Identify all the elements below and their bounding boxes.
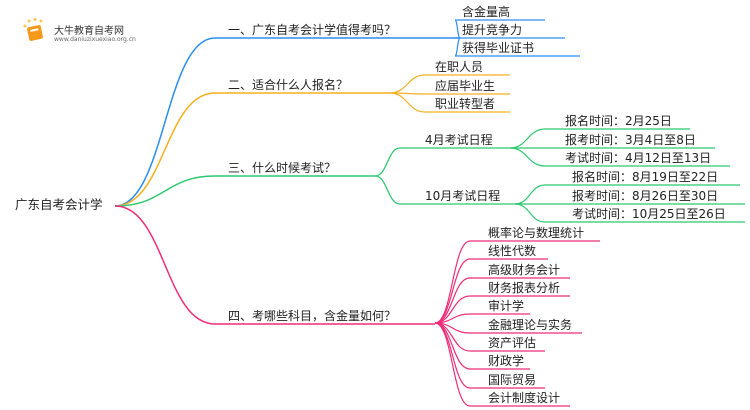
connector-line: [509, 128, 690, 149]
connector-line: [114, 92, 390, 207]
branch-4-label: 四、考哪些科目，含金量如何？: [228, 309, 397, 323]
connector-line: [434, 258, 548, 324]
subject-item: 会计制度设计: [488, 391, 561, 405]
connector-line: [454, 37, 580, 57]
subject-item: 审计学: [488, 299, 525, 313]
leaf-node: 职业转型者: [435, 97, 496, 111]
connector-line: [514, 203, 745, 223]
connector-line: [434, 295, 570, 324]
leaf-node: 在职人员: [435, 60, 484, 74]
connector-line: [509, 147, 730, 167]
logo-url: www.daniuzixuexiao.org.cn: [54, 36, 136, 43]
connector-line: [114, 37, 460, 207]
subject-item: 高级财务会计: [488, 263, 561, 277]
connector-line: [454, 19, 545, 39]
subject-item: 国际贸易: [488, 373, 537, 387]
connector-line: [389, 74, 510, 94]
subject-item: 金融理论与实务: [488, 318, 573, 332]
schedule-item: 考试时间：4月12日至13日: [565, 151, 712, 165]
subject-item: 线性代数: [488, 244, 537, 258]
connector-line: [434, 313, 530, 324]
leaf-node: 含金量高: [462, 5, 511, 19]
branch-3-label: 三、什么时候考试？: [228, 161, 337, 175]
schedule-item: 报名时间：2月25日: [565, 114, 672, 128]
subject-item: 概率论与数理统计: [488, 226, 585, 240]
connector-line: [434, 240, 600, 324]
connector-line: [389, 92, 510, 95]
connector-line: [389, 92, 510, 113]
book-logo-icon: [22, 18, 46, 42]
connector-line: [374, 175, 515, 205]
leaf-node: 获得毕业证书: [462, 41, 535, 55]
connector-line: [114, 205, 435, 325]
connector-line: [114, 175, 375, 207]
subject-item: 财政学: [488, 354, 525, 368]
connector-line: [434, 322, 570, 407]
subject-item: 资产评估: [488, 336, 537, 350]
leaf-node: 提升竞争力: [462, 23, 523, 37]
branch-2-label: 二、适合什么人报名？: [228, 78, 349, 92]
logo-title: 大牛教育自考网: [54, 26, 124, 37]
schedule-item: 考试时间：10月25日至26日: [572, 207, 726, 221]
schedule-item: 报名时间：8月19日至22日: [572, 170, 719, 184]
schedule-item: 报考时间：8月26日至30日: [572, 189, 719, 203]
branch-1-label: 一、广东自考会计学值得考吗？: [228, 23, 397, 37]
schedule-item: 报考时间：3月4日至8日: [565, 133, 696, 147]
connector-line: [514, 184, 740, 205]
schedule-group-0: 4月考试日程: [425, 133, 493, 147]
connector-line: [374, 147, 510, 177]
leaf-node: 应届毕业生: [435, 79, 496, 93]
root-node: 广东自考会计学: [15, 197, 103, 212]
subject-item: 财务报表分析: [488, 281, 561, 295]
schedule-group-1: 10月考试日程: [425, 189, 501, 203]
